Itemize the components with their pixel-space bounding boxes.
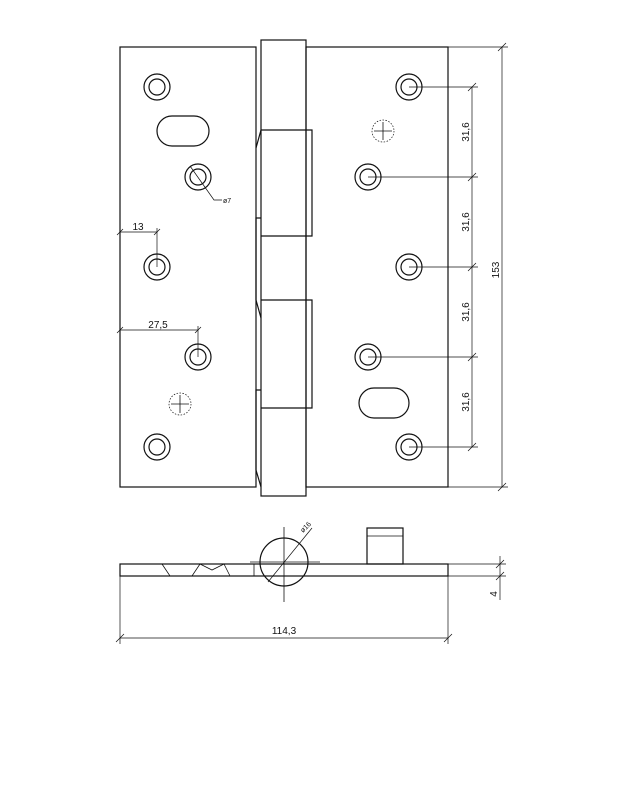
pitch-label-2: 31,6: [461, 212, 472, 232]
thickness-dimension: [448, 556, 506, 600]
pitch-label-4: 31,6: [461, 392, 472, 412]
pitch-dimensions: [368, 82, 478, 452]
knuckle-dia-leader: [267, 527, 313, 583]
side-view: ø16 114,3 4: [115, 521, 506, 644]
security-stud: [366, 527, 404, 565]
thickness-label: 4: [489, 591, 500, 597]
height-dimension: [448, 42, 508, 492]
countersink-profile: [199, 563, 225, 571]
height-label: 153: [491, 261, 502, 278]
left-leaf: [119, 46, 257, 488]
inner-offset-label: 27,5: [148, 320, 168, 331]
countersunk-hole: [184, 163, 212, 191]
width-label: 114,3: [272, 626, 297, 637]
knuckle-barrel: [260, 39, 307, 497]
knuckle-segments: [255, 47, 313, 488]
width-dimension: [115, 576, 453, 644]
knuckle-dia-label: ø16: [299, 521, 313, 535]
countersink-profile: [161, 563, 201, 577]
left-leaf-holes: [143, 73, 212, 461]
security-pin: [168, 392, 192, 416]
edge-offset-label: 13: [132, 222, 144, 233]
hole-dia-leader: [189, 165, 222, 201]
countersunk-hole: [143, 433, 171, 461]
pitch-label-3: 31,6: [461, 302, 472, 322]
hole-dia-label: ø7: [223, 198, 231, 205]
edge-offset-dimension: [116, 228, 161, 267]
oval-slot: [358, 387, 410, 419]
pitch-label-1: 31,6: [461, 122, 472, 142]
countersunk-hole: [143, 73, 171, 101]
oval-slot: [156, 115, 210, 147]
inner-offset-dimension: [116, 326, 202, 357]
front-view: 31,6 31,6 31,6 31,6 153 13 27,5: [116, 39, 508, 497]
security-pin: [371, 119, 395, 143]
